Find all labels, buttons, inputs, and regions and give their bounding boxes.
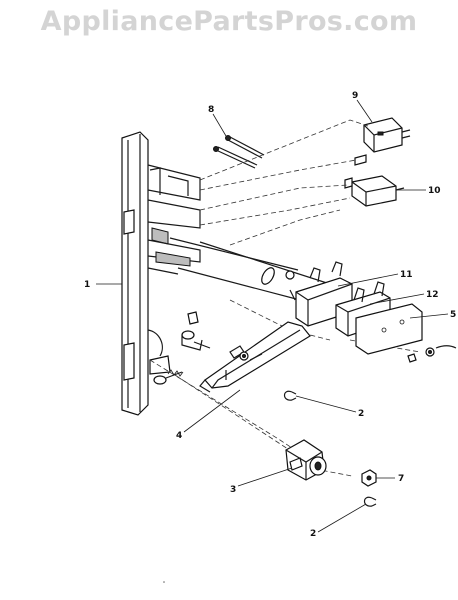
callout-5: 5 xyxy=(450,310,456,320)
part-3-cam-block xyxy=(285,439,327,481)
part-7-nut xyxy=(361,469,377,487)
callout-2-upper: 2 xyxy=(358,409,364,419)
part-2-e-clip-lower xyxy=(363,496,377,507)
callout-2-lower: 2 xyxy=(310,529,316,539)
pivot-pins xyxy=(153,311,211,385)
watermark-logo: AppliancePartsPros.com xyxy=(40,6,418,37)
callout-4: 4 xyxy=(176,431,182,441)
part-4-lever-arm xyxy=(199,321,311,393)
callout-8: 8 xyxy=(208,105,214,115)
part-1-panel-bracket xyxy=(121,131,201,416)
callout-9: 9 xyxy=(352,91,358,101)
callout-11: 11 xyxy=(400,270,413,280)
callout-10: 10 xyxy=(428,186,441,196)
part-10-lower-switch xyxy=(344,175,405,207)
switch-mount-arm xyxy=(169,237,331,301)
speck-dot xyxy=(163,581,165,583)
part-2-e-clip-upper xyxy=(283,390,297,401)
callout-leaders xyxy=(96,99,449,533)
part-8-screws xyxy=(213,135,265,169)
part-9-upper-switch xyxy=(354,117,411,166)
part-5-plate xyxy=(355,303,457,363)
callout-12: 12 xyxy=(426,290,439,300)
callout-1: 1 xyxy=(84,280,90,290)
callout-7: 7 xyxy=(398,474,404,484)
callout-3: 3 xyxy=(230,485,236,495)
callout-labels: 1 2 2 3 4 5 7 8 9 10 11 12 xyxy=(84,91,456,539)
